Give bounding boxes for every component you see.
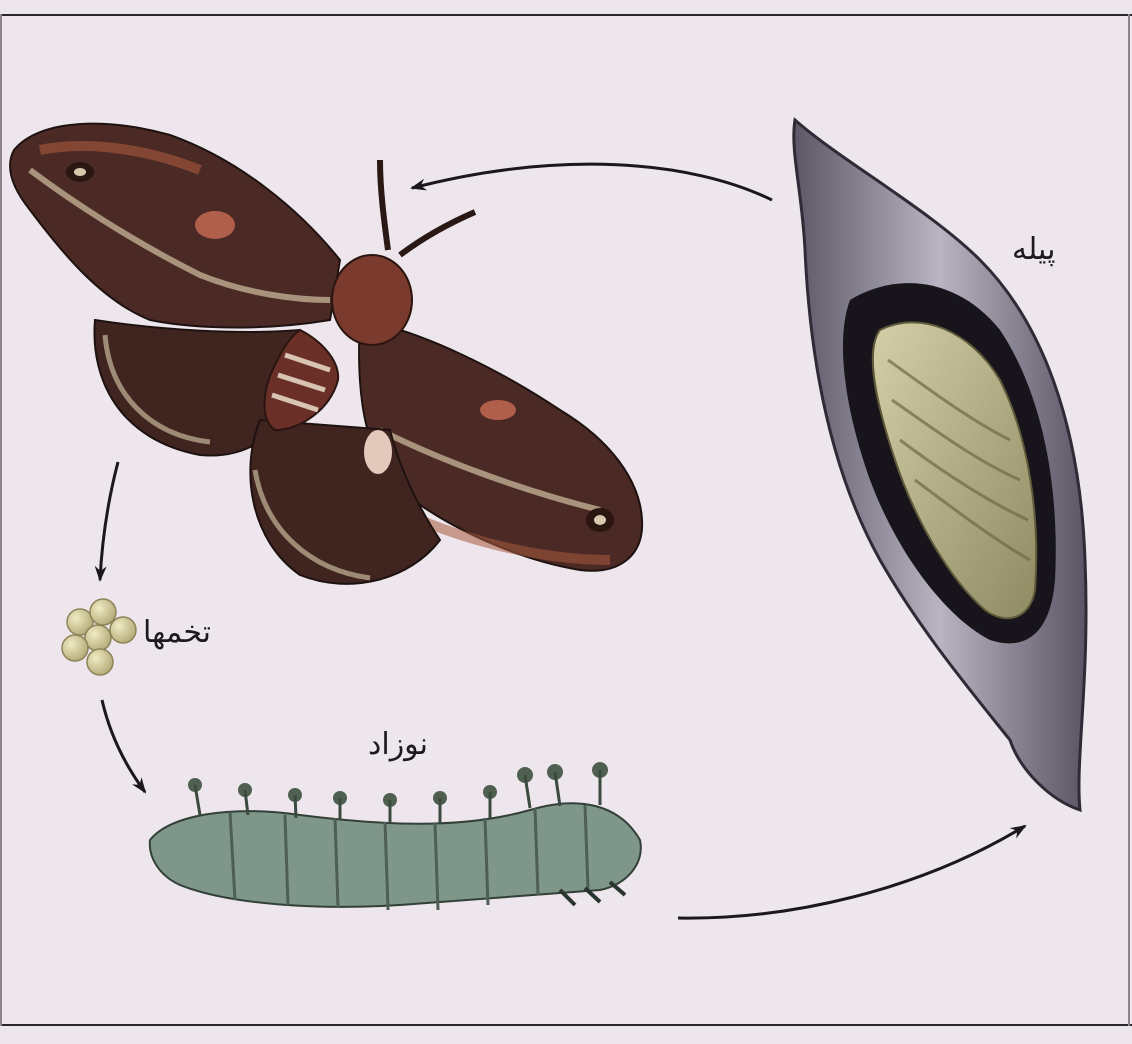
caterpillar-body	[150, 803, 641, 907]
arrow-eggs-to-larva	[102, 700, 145, 792]
egg-cluster-icon	[62, 599, 136, 675]
cocoon-icon	[794, 120, 1086, 810]
moth-thorax	[332, 255, 412, 345]
caterpillar-icon	[150, 762, 641, 910]
larva-label: نوزاد	[368, 727, 428, 762]
arrow-cocoon-to-moth	[412, 164, 772, 200]
arrow-moth-to-eggs	[100, 462, 118, 580]
eggs-label: تخمها	[143, 615, 211, 650]
cocoon-label: پیله	[1012, 232, 1055, 267]
moth-icon	[10, 124, 642, 584]
arrow-larva-to-cocoon	[678, 826, 1025, 918]
